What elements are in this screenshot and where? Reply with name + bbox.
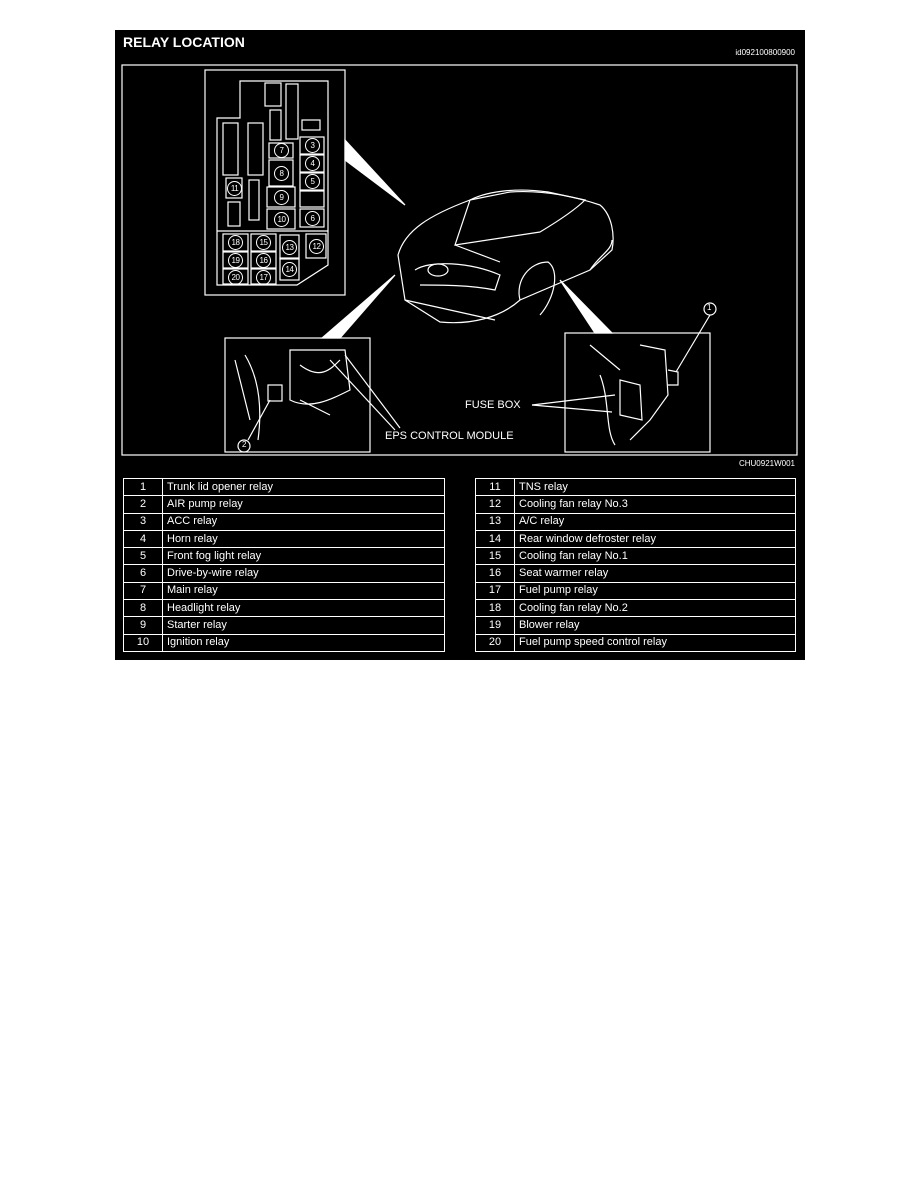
relay-number: 20 [475,633,515,652]
relay-number-circle: 7 [274,143,289,158]
relay-name: Fuel pump relay [514,581,796,601]
relay-name: TNS relay [514,477,796,497]
relay-number-circle: 19 [228,253,243,268]
relay-number-circle: 16 [256,253,271,268]
relay-number: 8 [123,599,163,618]
relay-number: 6 [123,564,163,583]
relay-name: Headlight relay [162,599,445,618]
relay-number: 7 [123,581,163,601]
relay-name: Rear window defroster relay [514,529,796,549]
car-illustration [397,189,614,324]
fuse-box-label: FUSE BOX [465,399,521,411]
relay-number: 5 [123,547,163,566]
relay-name: Cooling fan relay No.3 [514,495,796,514]
relay-name: Front fog light relay [162,547,445,566]
relay-number: 14 [475,529,515,549]
relay-name: Starter relay [162,616,445,635]
relay-number-circle: 12 [309,239,324,254]
relay-number-circle: 9 [274,190,289,205]
fusebox-pointer [344,138,406,206]
fuse-box-inset [204,69,346,296]
relay-number: 15 [475,547,515,566]
relay-location-figure: RELAY LOCATION id092100800900 CHU0921W00… [115,30,805,660]
figure-title: RELAY LOCATION [123,34,245,50]
fuse-box-inset-right [531,302,717,453]
relay-number: 19 [475,616,515,635]
relay-number: 9 [123,616,163,635]
relay-name: Horn relay [162,529,445,549]
relay-number-circle: 10 [274,212,289,227]
relay-number-circle: 11 [227,181,242,196]
relay-number: 10 [123,633,163,652]
eps-inset [224,337,401,453]
callout-2: 2 [242,440,247,449]
eps-control-module-label: EPS CONTROL MODULE [385,430,514,442]
relay-number-circle: 20 [228,270,243,285]
relay-number: 13 [475,512,515,531]
relay-number-circle: 17 [256,270,271,285]
relay-number-circle: 13 [282,240,297,255]
document-id: id092100800900 [735,48,795,57]
relay-number: 2 [123,495,163,514]
relay-number: 18 [475,599,515,618]
diagram-panel-border [121,64,798,456]
relay-number: 3 [123,512,163,531]
relay-number-circle: 6 [305,211,320,226]
relay-name: A/C relay [514,512,796,531]
relay-name: Seat warmer relay [514,564,796,583]
relay-number-circle: 18 [228,235,243,250]
relay-number-circle: 3 [305,138,320,153]
relay-name: Fuel pump speed control relay [514,633,796,652]
relay-name: Ignition relay [162,633,445,652]
relay-name: Trunk lid opener relay [162,477,445,497]
figure-id: CHU0921W001 [738,459,795,468]
relay-name: ACC relay [162,512,445,531]
relay-number-circle: 8 [274,166,289,181]
relay-number: 11 [475,477,515,497]
relay-name: Cooling fan relay No.2 [514,599,796,618]
relay-number-circle: 15 [256,235,271,250]
callout-1: 1 [707,303,712,312]
relay-number: 1 [123,477,163,497]
relay-number: 12 [475,495,515,514]
eps-pointer [320,274,396,339]
relay-number: 16 [475,564,515,583]
relay-number-circle: 14 [282,262,297,277]
relay-number-circle: 4 [305,156,320,171]
relay-number: 17 [475,581,515,601]
diagram-drawing [121,64,798,456]
relay-name: Drive-by-wire relay [162,564,445,583]
relay-number-circle: 5 [305,174,320,189]
relay-number: 4 [123,529,163,549]
relay-name: AIR pump relay [162,495,445,514]
relay-name: Cooling fan relay No.1 [514,547,796,566]
relay-name: Main relay [162,581,445,601]
relay-name: Blower relay [514,616,796,635]
right-inset-pointer [559,279,614,334]
